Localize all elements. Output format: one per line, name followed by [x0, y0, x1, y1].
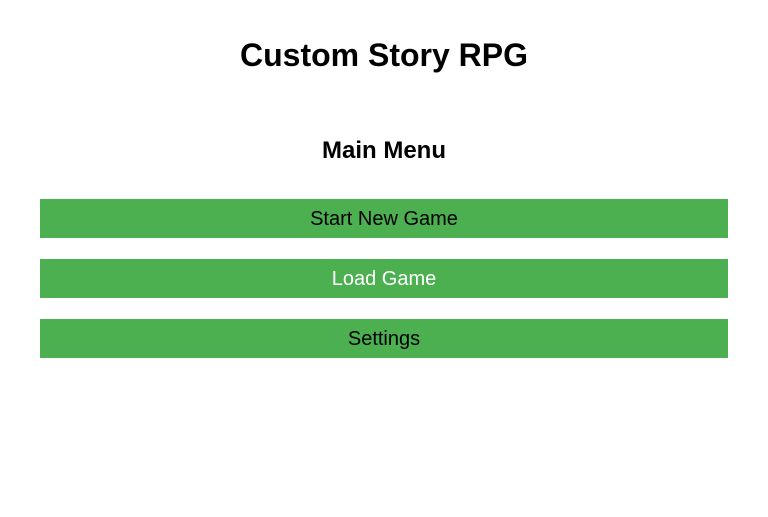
page-title: Custom Story RPG	[239, 37, 529, 73]
start-new-game-button[interactable]: Start New Game	[40, 199, 728, 238]
main-menu-button-list: Start New Game Load Game Settings	[0, 199, 768, 358]
load-game-button[interactable]: Load Game	[40, 259, 728, 298]
settings-button[interactable]: Settings	[40, 319, 728, 358]
main-menu-heading: Main Menu	[322, 137, 446, 164]
main-menu-screen: Custom Story RPG Main Menu Start New Gam…	[0, 37, 768, 358]
